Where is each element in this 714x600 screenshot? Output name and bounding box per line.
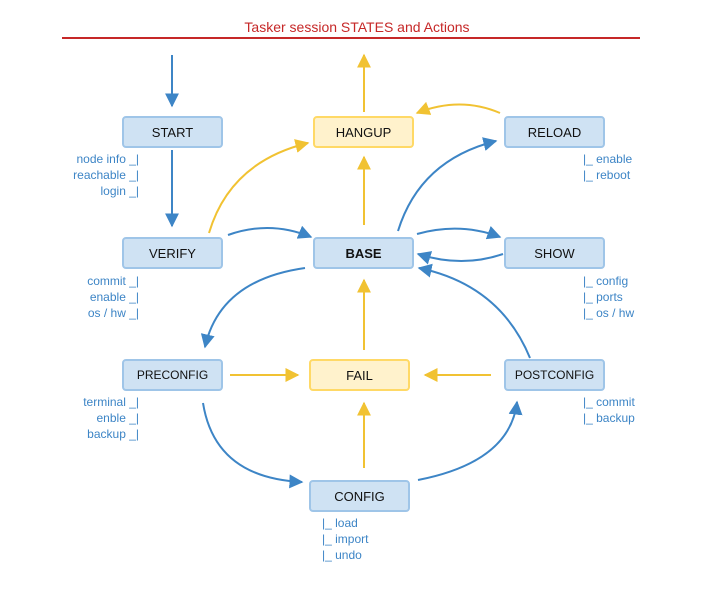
show-actions: |_ config |_ ports |_ os / hw [583, 273, 634, 321]
action-label: commit _| [87, 274, 139, 288]
state-hangup: HANGUP [313, 116, 414, 148]
preconfig-actions: terminal _| enble _| backup _| [83, 394, 139, 442]
action-label: |_ import [322, 532, 369, 546]
start-actions: node info _| reachable _| login _| [73, 151, 139, 199]
state-fail: FAIL [309, 359, 410, 391]
arrow-reload-to-hangup [415, 101, 501, 115]
arrow-verify-to-base [227, 225, 313, 239]
config-actions: |_ load |_ import |_ undo [322, 515, 368, 563]
action-label: |_ config [583, 274, 629, 288]
action-label: |_ commit [583, 395, 635, 409]
state-reload: RELOAD [504, 116, 605, 148]
action-label: login _| [100, 184, 139, 198]
action-label: reachable _| [73, 168, 139, 182]
state-postconfig: POSTCONFIG [504, 359, 605, 391]
arrow-config-to-postconfig [417, 400, 523, 481]
reload-actions: |_ enable |_ reboot [583, 151, 632, 183]
action-label: |_ load [322, 516, 358, 530]
arrow-preconfig-to-config [202, 402, 304, 489]
action-label: |_ undo [322, 548, 362, 562]
state-start: START [122, 116, 223, 148]
arrow-base-to-preconfig [200, 267, 306, 349]
action-label: enble _| [96, 411, 140, 425]
arrow-base-to-show [416, 226, 502, 240]
action-label: |_ enable [583, 152, 633, 166]
diagram-title: Tasker session STATES and Actions [244, 19, 470, 35]
state-preconfig: PRECONFIG [122, 359, 223, 391]
state-verify: VERIFY [122, 237, 223, 269]
arrow-base-to-reload [397, 137, 498, 232]
state-config: CONFIG [309, 480, 410, 512]
state-show: SHOW [504, 237, 605, 269]
action-label: backup _| [87, 427, 139, 441]
action-label: |_ reboot [583, 168, 631, 182]
state-base: BASE [313, 237, 414, 269]
action-label: os / hw _| [87, 306, 139, 320]
action-label: |_ backup [583, 411, 635, 425]
title-underline [62, 37, 640, 39]
action-label: node info _| [76, 152, 139, 166]
action-label: |_ os / hw [583, 306, 635, 320]
arrow-show-to-base [416, 251, 504, 265]
action-label: enable _| [89, 290, 139, 304]
action-label: terminal _| [83, 395, 139, 409]
verify-actions: commit _| enable _| os / hw _| [87, 273, 139, 321]
action-label: |_ ports [583, 290, 623, 304]
postconfig-actions: |_ commit |_ backup [583, 394, 635, 426]
arrow-verify-to-hangup [208, 139, 310, 234]
arrow-postconfig-to-base [417, 263, 531, 359]
